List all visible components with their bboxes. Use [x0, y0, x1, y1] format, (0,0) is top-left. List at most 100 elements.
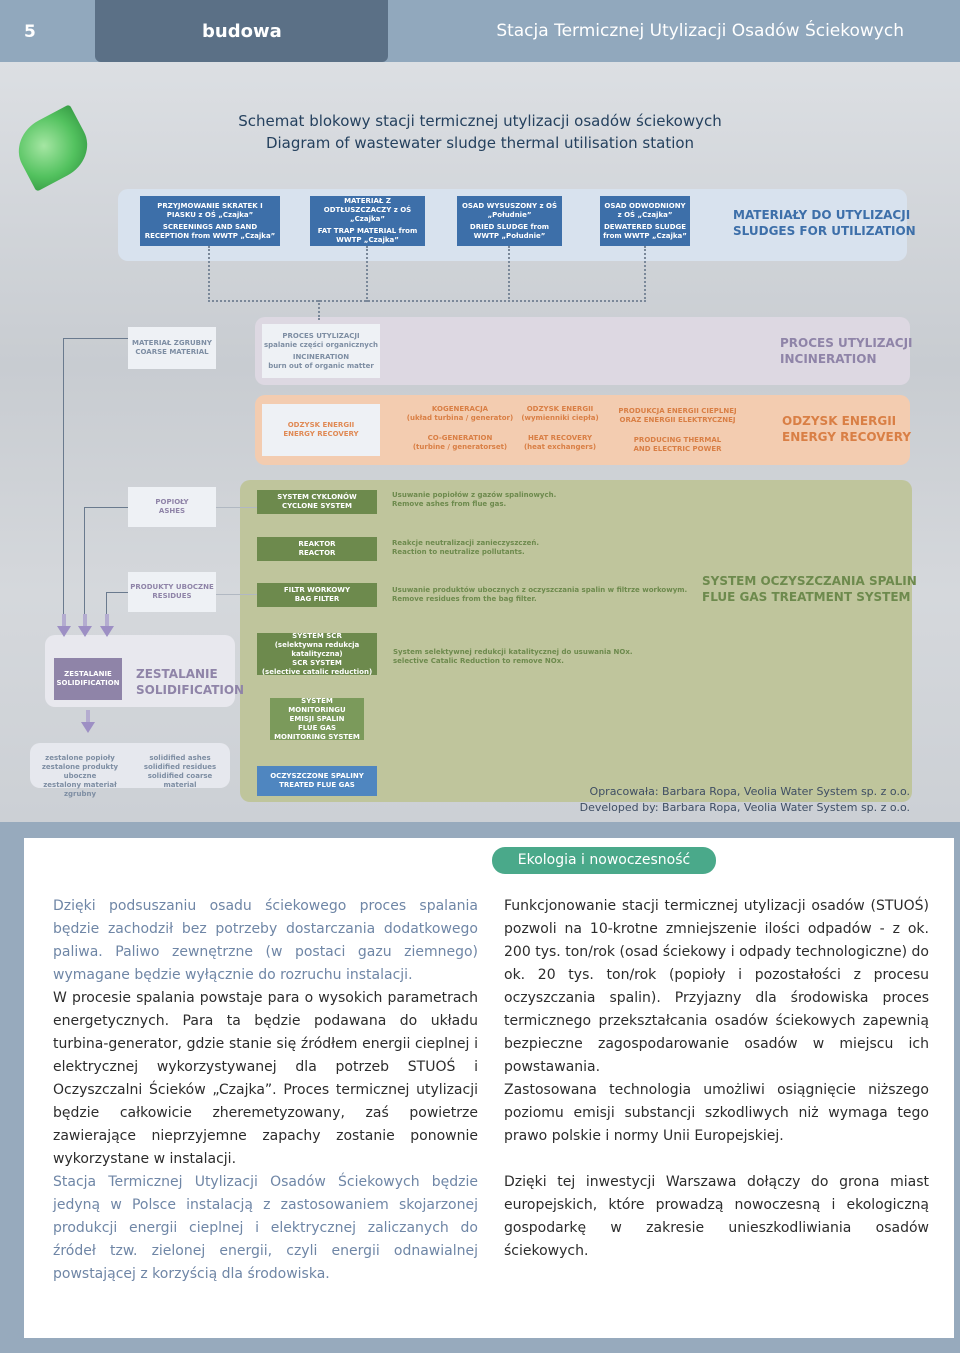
solid-box-en: SOLIDIFICATION — [56, 679, 120, 688]
page-number: 5 — [24, 22, 36, 42]
input-screenings-en: SCREENINGS AND SAND RECEPTION from WWTP … — [142, 223, 278, 241]
energy-box-en: ENERGY RECOVERY — [264, 430, 378, 439]
energy-heading: ODZYSK ENERGII ENERGY RECOVERY — [782, 413, 911, 445]
input-fat-trap: MATERIAŁ Z ODTŁUSZCZACZY z OŚ „Czajka” F… — [310, 196, 425, 246]
solidification-box: ZESTALANIE SOLIDIFICATION — [54, 658, 122, 700]
incineration-l1: PROCES UTYLIZACJI — [264, 332, 378, 341]
left-paragraph-3: Stacja Termicznej Utylizacji Osadów Ście… — [53, 1171, 478, 1286]
right-paragraph-3: Dzięki tej inwestycji Warszawa dołączy d… — [504, 1171, 929, 1263]
cogen-l4: (turbine / generatorset) — [405, 443, 515, 452]
heat-recovery-label: ODZYSK ENERGII (wymienniki ciepła) HEAT … — [515, 405, 605, 452]
left-paragraph-2: W procesie spalania powstaje para o wyso… — [53, 987, 478, 1171]
energy-heading-en: ENERGY RECOVERY — [782, 429, 911, 445]
production-l3: PRODUCING THERMAL — [615, 436, 740, 445]
connector — [106, 592, 128, 593]
credit: Opracowała: Barbara Ropa, Veolia Water S… — [580, 784, 910, 816]
treated-en: TREATED FLUE GAS — [259, 781, 375, 790]
reactor-en: REACTOR — [259, 549, 375, 558]
cyclone-pl: SYSTEM CYKLONÓW — [259, 493, 375, 502]
bagfilter-desc-en: Remove residues from the bag filter. — [392, 595, 687, 604]
connector — [366, 246, 368, 302]
scr-desc-en: selective Catalic Reduction to remove NO… — [393, 657, 633, 666]
incineration-heading-en: INCINERATION — [780, 351, 913, 367]
fgt-heading-en: FLUE GAS TREATMENT SYSTEM — [702, 589, 917, 605]
block-diagram: Schemat blokowy stacji termicznej utyliz… — [0, 62, 960, 822]
right-column: Funkcjonowanie stacji termicznej utyliza… — [504, 895, 929, 1263]
solidification-heading: ZESTALANIE SOLIDIFICATION — [136, 666, 244, 698]
reactor-desc: Reakcje neutralizacji zanieczyszczeń. Re… — [392, 539, 539, 557]
connector — [508, 246, 510, 302]
scr-l2: (selektywna redukcja katalityczna) — [259, 641, 375, 659]
inputs-heading-pl: MATERIAŁY DO UTYLIZACJI — [733, 207, 916, 223]
reactor-pl: REAKTOR — [259, 540, 375, 549]
monitoring-l1: SYSTEM MONITORINGU — [272, 697, 362, 715]
production-label: PRODUKCJA ENERGII CIEPLNEJ ORAZ ENERGII … — [615, 407, 740, 454]
solidified-en3: solidified coarse material — [130, 772, 230, 790]
flue-gas-heading: SYSTEM OCZYSZCZANIA SPALIN FLUE GAS TREA… — [702, 573, 917, 605]
ashes-box: POPIOŁY ASHES — [128, 487, 216, 527]
heat-l2: (wymienniki ciepła) — [515, 414, 605, 423]
solidified-en2: solidified residues — [130, 763, 230, 772]
monitoring-box: SYSTEM MONITORINGU EMISJI SPALIN FLUE GA… — [270, 698, 364, 740]
connector — [106, 592, 107, 616]
scr-l1: SYSTEM SCR — [259, 632, 375, 641]
credit-en: Developed by: Barbara Ropa, Veolia Water… — [580, 800, 910, 816]
solidified-pl1: zestalone popioły — [30, 754, 130, 763]
arrow-down-icon — [78, 626, 92, 637]
connector — [644, 246, 646, 302]
scr-l3: SCR SYSTEM — [259, 659, 375, 668]
heat-l3: HEAT RECOVERY — [515, 434, 605, 443]
ashes-en: ASHES — [130, 507, 214, 516]
input-dried-sludge-pl: OSAD WYSUSZONY z OŚ „Południe” — [459, 202, 560, 220]
reactor-desc-pl: Reakcje neutralizacji zanieczyszczeń. — [392, 539, 539, 548]
bagfilter-desc-pl: Usuwanie produktów ubocznych z oczyszcza… — [392, 586, 687, 595]
bagfilter-pl: FILTR WORKOWY — [259, 586, 375, 595]
cyclone-desc-pl: Usuwanie popiołów z gazów spalinowych. — [392, 491, 556, 500]
arrow-down-icon — [100, 626, 114, 637]
left-paragraph-1: Dzięki podsuszaniu osadu ściekowego proc… — [53, 895, 478, 987]
cyclone-desc-en: Remove ashes from flue gas. — [392, 500, 556, 509]
solidified-pl3: zestalony materiał zgrubny — [30, 781, 130, 799]
coarse-material-box: MATERIAŁ ZGRUBNY COARSE MATERIAL — [128, 327, 216, 369]
solid-box-pl: ZESTALANIE — [56, 670, 120, 679]
scr-l4: (selective catalic reduction) — [259, 668, 375, 677]
cogen-l1: KOGENERACJA — [405, 405, 515, 414]
inputs-heading: MATERIAŁY DO UTYLIZACJI SLUDGES FOR UTIL… — [733, 207, 916, 239]
bagfilter-en: BAG FILTER — [259, 595, 375, 604]
bag-filter-box: FILTR WORKOWY BAG FILTER — [257, 583, 377, 607]
heat-l4: (heat exchangers) — [515, 443, 605, 452]
input-fat-trap-en: FAT TRAP MATERIAL from WWTP „Czajka” — [312, 227, 423, 245]
credit-pl: Opracowała: Barbara Ropa, Veolia Water S… — [580, 784, 910, 800]
input-dewatered-sludge: OSAD ODWODNIONY z OŚ „Czajka” DEWATERED … — [600, 196, 690, 246]
connector — [63, 338, 128, 339]
bag-filter-desc: Usuwanie produktów ubocznych z oczyszcza… — [392, 586, 687, 604]
publication-title: Stacja Termicznej Utylizacji Osadów Ście… — [496, 21, 904, 41]
production-l1: PRODUKCJA ENERGII CIEPLNEJ — [615, 407, 740, 416]
energy-heading-pl: ODZYSK ENERGII — [782, 413, 911, 429]
scr-box: SYSTEM SCR (selektywna redukcja katality… — [257, 633, 377, 675]
section-pill: Ekologia i nowoczesność — [492, 847, 716, 874]
reactor-desc-en: Reaction to neutralize pollutants. — [392, 548, 539, 557]
inputs-heading-en: SLUDGES FOR UTILIZATION — [733, 223, 916, 239]
input-dewatered-sludge-pl: OSAD ODWODNIONY z OŚ „Czajka” — [602, 202, 688, 220]
connector — [318, 300, 320, 320]
cogen-l2: (układ turbina / generator) — [405, 414, 515, 423]
input-fat-trap-pl: MATERIAŁ Z ODTŁUSZCZACZY z OŚ „Czajka” — [312, 197, 423, 224]
solidified-pl: zestalone popioły zestalone produkty ubo… — [30, 754, 130, 799]
solidified-pl2: zestalone produkty uboczne — [30, 763, 130, 781]
incineration-l4: burn out of organic matter — [264, 362, 378, 371]
incineration-l2: spalanie części organicznych — [264, 341, 378, 350]
arrow-down-icon — [57, 626, 71, 637]
monitoring-l4: MONITORING SYSTEM — [272, 733, 362, 742]
energy-box-pl: ODZYSK ENERGII — [264, 421, 378, 430]
cyclone-desc: Usuwanie popiołów z gazów spalinowych. R… — [392, 491, 556, 509]
scr-desc: System selektywnej redukcji katalityczne… — [393, 648, 633, 666]
coarse-en: COARSE MATERIAL — [130, 348, 214, 357]
residues-pl: PRODUKTY UBOCZNE — [130, 583, 214, 592]
cyclone-en: CYCLONE SYSTEM — [259, 502, 375, 511]
diagram-title-pl: Schemat blokowy stacji termicznej utyliz… — [0, 110, 960, 132]
solid-heading-en: SOLIDIFICATION — [136, 682, 244, 698]
input-dewatered-sludge-en: DEWATERED SLUDGE from WWTP „Czajka” — [602, 223, 688, 241]
production-l2: ORAZ ENERGII ELEKTRYCZNEJ — [615, 416, 740, 425]
solidified-en1: solidified ashes — [130, 754, 230, 763]
